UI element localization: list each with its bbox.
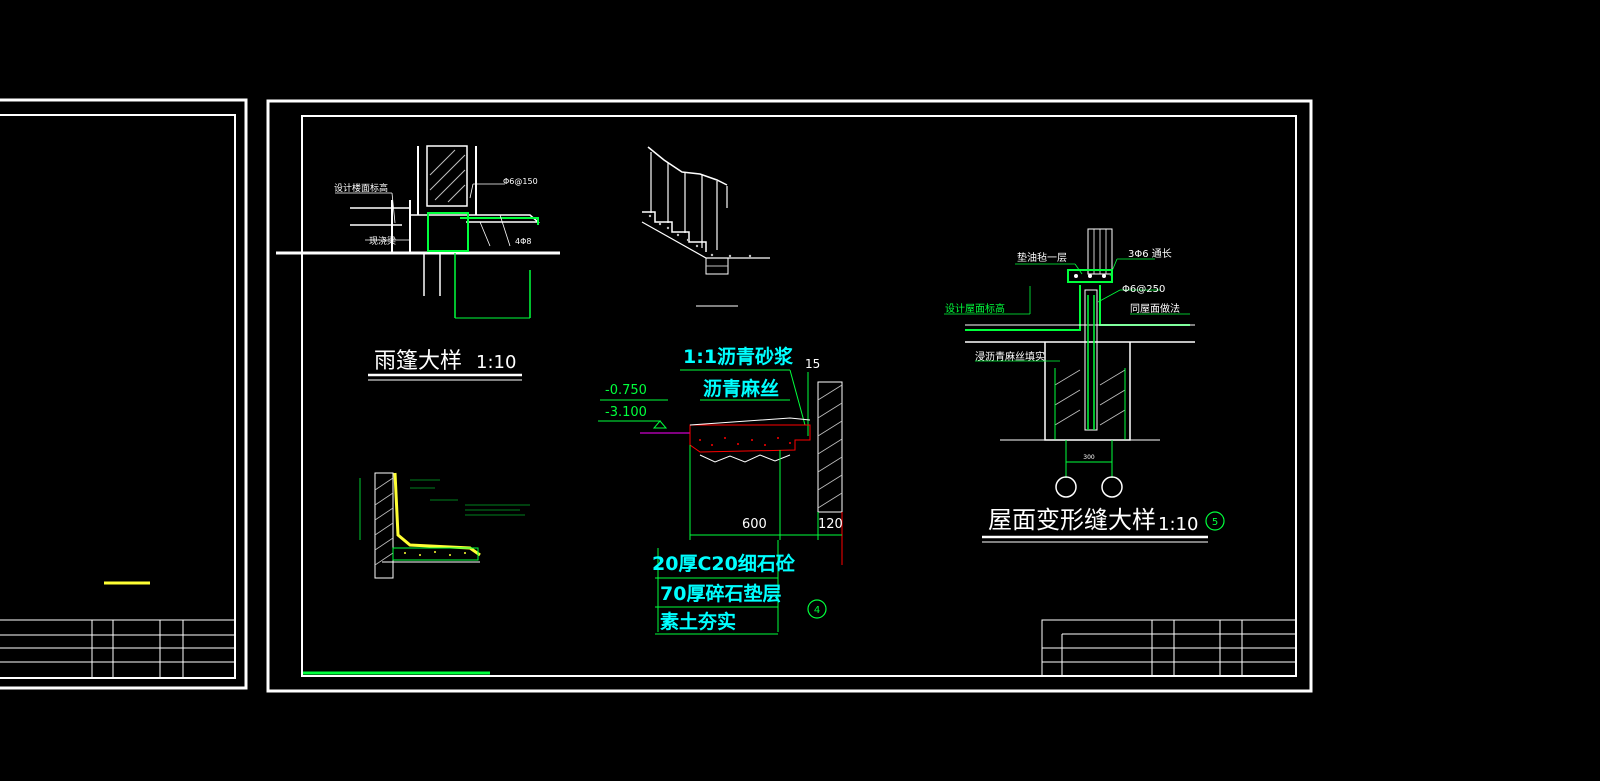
joint-dim-300: 300 — [1083, 454, 1095, 461]
roof-joint-detail: 300 垫油毡一层 3Φ6 通长 Φ6@250 设计屋面标高 同屋面做法 浸沥青… — [944, 228, 1225, 543]
canopy-label-rebar-count: 4Φ8 — [515, 237, 531, 246]
main-title-block — [1041, 619, 1297, 677]
joint-detail-marker-number: 5 — [1212, 517, 1218, 528]
joint-scale: 1:10 — [1158, 514, 1198, 535]
step-layer-concrete: 20厚C20细石砼 — [652, 552, 796, 575]
joint-label-same-roof: 同屋面做法 — [1130, 302, 1180, 315]
main-sheet-outer-frame — [266, 99, 1313, 693]
joint-label-roof-level: 设计屋面标高 — [945, 302, 1005, 315]
step-detail-marker-number: 4 — [814, 605, 820, 616]
step-elevation-1: -0.750 — [605, 383, 647, 398]
step-dim-width: 600 — [742, 517, 767, 532]
canopy-label-rebar-spacing: Φ6@150 — [503, 177, 538, 186]
step-elevation-2: -3.100 — [605, 405, 647, 420]
stair-detail — [641, 146, 770, 307]
step-detail-marker — [807, 599, 827, 619]
canopy-title: 雨篷大样 — [374, 349, 462, 374]
left-sheet — [0, 98, 248, 690]
step-layer-gravel: 70厚碎石垫层 — [660, 582, 781, 605]
joint-label-rebar-continuous: 3Φ6 通长 — [1128, 248, 1172, 260]
joint-label-asphalt-hemp: 浸沥青麻丝填实 — [975, 350, 1045, 363]
step-dim-top: 15 — [805, 357, 820, 371]
left-sheet-outer-frame — [0, 98, 248, 690]
left-sheet-inner-frame — [0, 114, 236, 679]
left-sheet-title-block — [0, 619, 236, 679]
step-detail: 1:1沥青砂浆 沥青麻丝 15 -0.750 -3.100 — [598, 345, 843, 635]
step-layer-soil: 素土夯实 — [660, 610, 736, 633]
canopy-scale: 1:10 — [476, 352, 516, 373]
wall-waterproof-detail — [359, 472, 530, 579]
step-material-asphalt-mortar: 1:1沥青砂浆 — [683, 345, 794, 368]
joint-label-felt: 垫油毡一层 — [1017, 251, 1067, 264]
canopy-label-floor-level: 设计楼面标高 — [334, 182, 388, 194]
canopy-label-beam: 现浇梁 — [369, 235, 396, 247]
joint-detail-marker — [1205, 511, 1225, 531]
step-material-asphalt-hemp: 沥青麻丝 — [703, 377, 779, 400]
joint-label-rebar-spacing: Φ6@250 — [1122, 284, 1165, 295]
joint-title: 屋面变形缝大样 — [988, 506, 1156, 534]
main-sheet-inner-frame — [301, 115, 1297, 677]
step-dim-wall: 120 — [818, 517, 843, 532]
canopy-detail: 设计楼面标高 现浇梁 Φ6@150 4Φ8 雨篷大样 1:10 — [276, 145, 560, 381]
